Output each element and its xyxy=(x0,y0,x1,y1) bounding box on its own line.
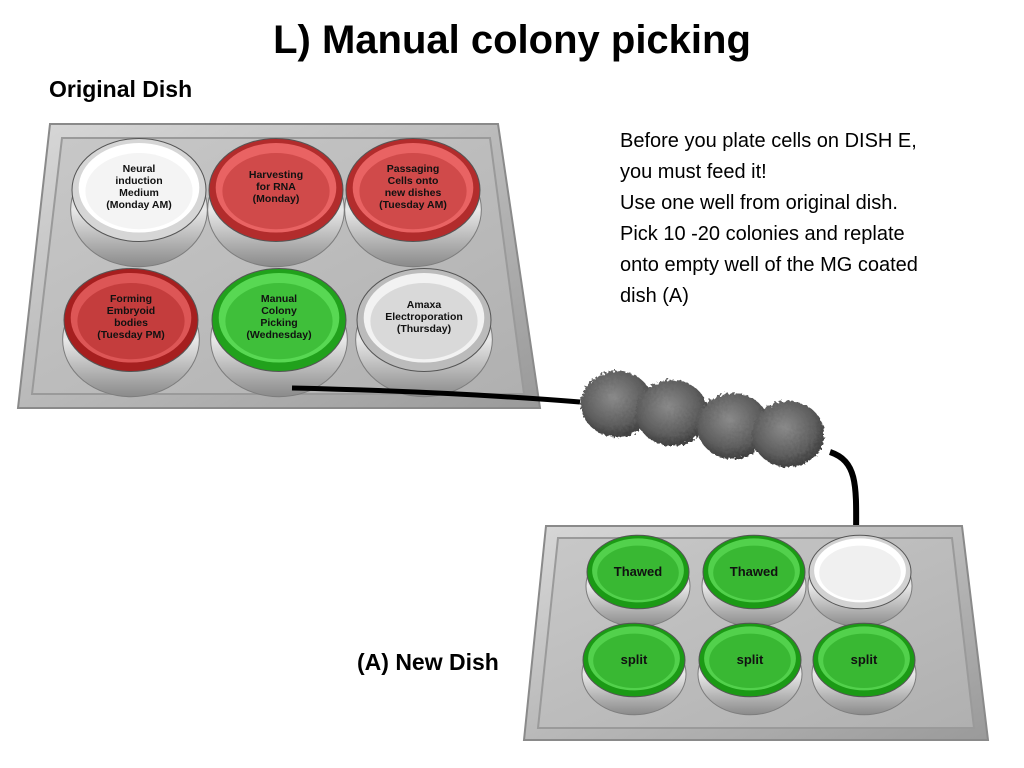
instruction-notes: Before you plate cells on DISH E, you mu… xyxy=(620,126,1000,312)
well-label-line: (Tuesday PM) xyxy=(97,329,164,341)
well-label-line: (Monday AM) xyxy=(106,199,172,211)
colony xyxy=(581,371,653,437)
well-label: split xyxy=(621,652,648,667)
note-line: you must feed it! xyxy=(620,161,767,183)
new-dish-wells: Thawed Thawed split split split xyxy=(581,534,917,716)
well-label-line: new dishes xyxy=(385,187,442,199)
well-label-line: (Wednesday) xyxy=(246,329,311,341)
well: Thawed xyxy=(701,534,807,628)
well-label-line: Neural xyxy=(123,163,156,175)
colony xyxy=(752,401,824,467)
well-label: split xyxy=(737,652,764,667)
well: Thawed xyxy=(585,534,691,628)
well: split xyxy=(697,622,803,716)
well-label-line: Colony xyxy=(261,305,297,317)
well-label: Thawed xyxy=(730,564,778,579)
well-label-line: (Monday) xyxy=(253,193,300,205)
well-label-line: (Tuesday AM) xyxy=(379,199,447,211)
well: split xyxy=(581,622,687,716)
well-label-line: Picking xyxy=(260,317,297,329)
note-line: Pick 10 -20 colonies and replate xyxy=(620,223,905,245)
well-label: split xyxy=(851,652,878,667)
well-label-line: Manual xyxy=(261,293,297,305)
well-label-line: Forming xyxy=(110,293,152,305)
well-label-line: bodies xyxy=(114,317,148,329)
well-label: Thawed xyxy=(614,564,662,579)
well-label-line: Cells onto xyxy=(388,175,439,187)
colony xyxy=(636,380,708,446)
well-label-line: Embryoid xyxy=(107,305,155,317)
pick-line xyxy=(291,385,581,405)
well-label-line: (Thursday) xyxy=(397,323,451,335)
well-label-line: Harvesting xyxy=(249,169,303,181)
well-label-line: induction xyxy=(115,175,162,187)
well-label-line: Passaging xyxy=(387,163,440,175)
well: split xyxy=(811,622,917,716)
new-dish-label: (A) New Dish xyxy=(357,649,499,675)
slide-title: L) Manual colony picking xyxy=(273,18,751,62)
colony xyxy=(697,393,769,459)
colonies xyxy=(581,371,824,467)
well-label-line: Medium xyxy=(119,187,159,199)
well-label-line: Amaxa xyxy=(407,299,442,311)
note-line: dish (A) xyxy=(620,285,689,307)
well-label-line: Electroporation xyxy=(385,311,463,323)
well-label-line: for RNA xyxy=(256,181,296,193)
note-line: onto empty well of the MG coated xyxy=(620,254,918,276)
well xyxy=(807,534,913,628)
note-line: Before you plate cells on DISH E, xyxy=(620,130,917,152)
note-line: Use one well from original dish. xyxy=(620,192,898,214)
original-dish-label: Original Dish xyxy=(49,76,193,102)
